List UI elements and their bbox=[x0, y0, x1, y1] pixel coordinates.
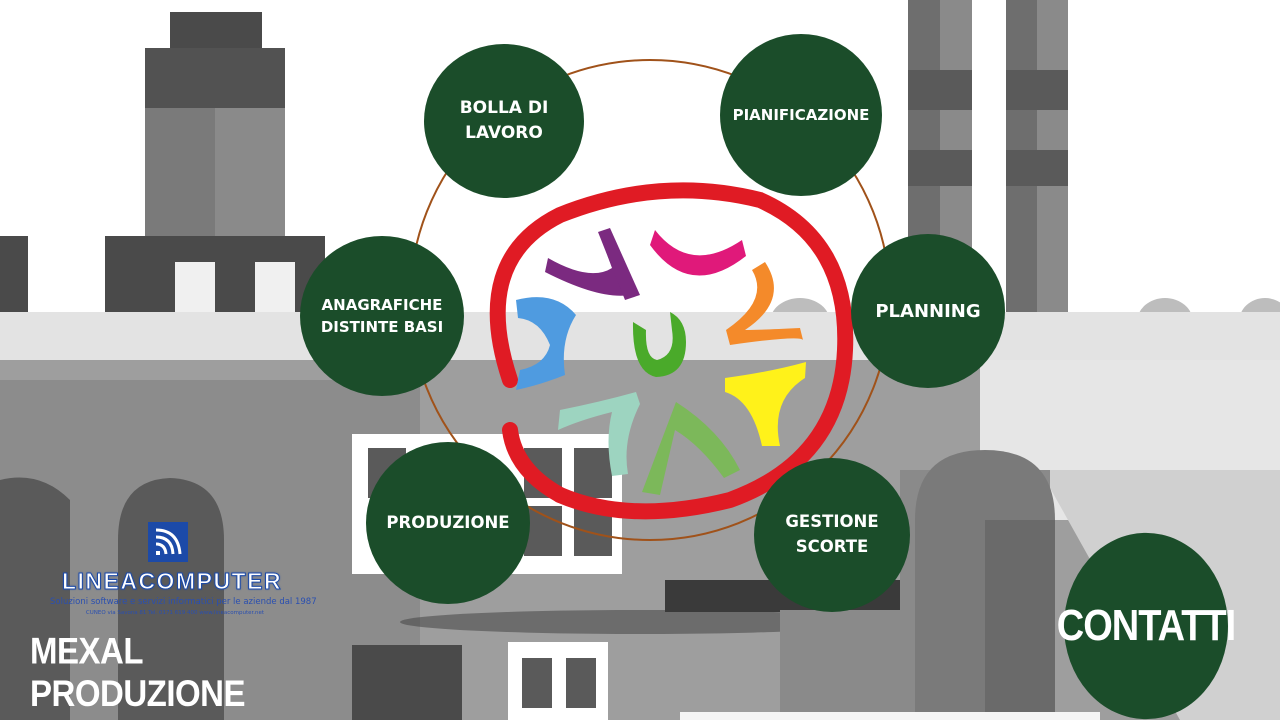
bolla-di-lavoro-label: BOLLA DI LAVORO bbox=[459, 97, 549, 144]
contatti-button[interactable]: CONTATTI bbox=[1057, 532, 1236, 720]
produzione-button[interactable]: PRODUZIONE bbox=[366, 442, 530, 604]
planning-label: PLANNING bbox=[875, 300, 981, 322]
produzione-label: PRODUZIONE bbox=[386, 512, 510, 532]
brand-address: CUNEO via Savona 81 Tel. 0171 619 400 ww… bbox=[85, 610, 265, 616]
bolla-di-lavoro-button[interactable]: BOLLA DI LAVORO bbox=[424, 44, 584, 198]
anagrafiche-label: ANAGRAFICHE DISTINTE BASI bbox=[320, 295, 444, 337]
brand-name: LINEACOMPUTER bbox=[61, 568, 283, 595]
planning-button[interactable]: PLANNING bbox=[851, 234, 1005, 388]
pianificazione-label: PIANIFICAZIONE bbox=[732, 105, 870, 124]
contatti-label: CONTATTI bbox=[1056, 601, 1236, 650]
anagrafiche-distinte-basi-button[interactable]: ANAGRAFICHE DISTINTE BASI bbox=[300, 236, 464, 396]
gestione-scorte-label: GESTIONE SCORTE bbox=[785, 512, 879, 556]
brand-tagline: Soluzioni software e servizi informatici… bbox=[50, 597, 317, 607]
app-title: MEXAL PRODUZIONE bbox=[30, 630, 246, 714]
gestione-scorte-button[interactable]: GESTIONE SCORTE bbox=[754, 458, 910, 612]
signal-waves-icon bbox=[148, 522, 188, 562]
brand-block: LINEACOMPUTER Soluzioni software e servi… bbox=[30, 522, 317, 714]
pianificazione-button[interactable]: PIANIFICAZIONE bbox=[720, 34, 882, 196]
